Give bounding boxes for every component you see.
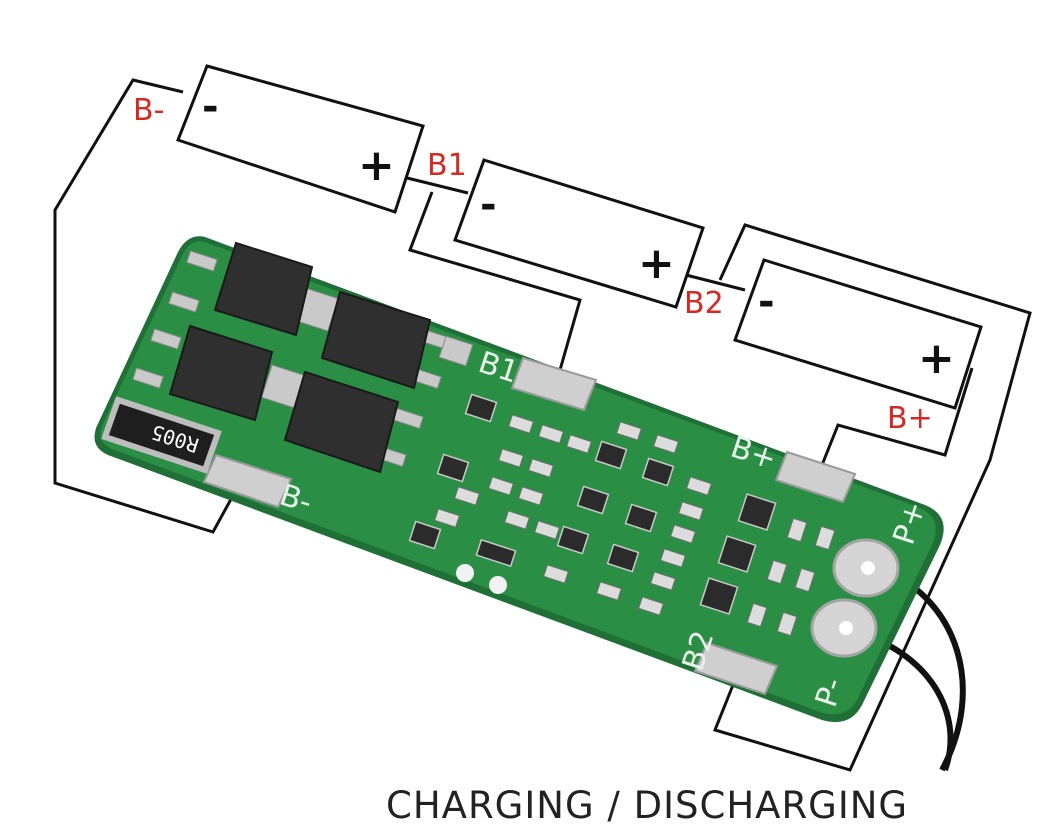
- label-b1: B1: [427, 148, 467, 183]
- wire-cell2-to-b2: [685, 273, 746, 292]
- label-b-plus: B+: [887, 401, 933, 436]
- caption: CHARGING / DISCHARGING: [386, 784, 908, 827]
- cell-2-minus-sign: -: [480, 182, 497, 228]
- smd-components: [408, 393, 836, 637]
- pad-b-minus: [202, 453, 293, 509]
- wire-b2: [712, 223, 1032, 772]
- cell-3-plus-sign: +: [918, 333, 955, 384]
- cell-1-minus-sign: -: [202, 84, 219, 130]
- wire-b-plus: [818, 367, 974, 471]
- label-b-minus: B-: [133, 93, 164, 128]
- battery-cell-2: - +: [453, 158, 705, 309]
- wire-b1: [408, 191, 582, 371]
- cell-1-plus-sign: +: [358, 140, 395, 191]
- pad-b2: [693, 641, 779, 696]
- pad-b1: [510, 356, 598, 412]
- cell-3-minus-sign: -: [758, 279, 775, 325]
- output-pads: [810, 538, 900, 658]
- pad-b-plus: [774, 450, 857, 504]
- pads: [202, 356, 857, 696]
- battery-cell-3: - +: [733, 258, 983, 410]
- shunt-resistor: R005: [101, 396, 222, 474]
- battery-cell-1: - +: [176, 64, 425, 214]
- wire-b-minus: [53, 78, 238, 534]
- cell-2-plus-sign: +: [638, 238, 675, 289]
- label-b2: B2: [684, 286, 724, 321]
- bms-board: R005: [94, 236, 944, 723]
- mosfet-group: [132, 241, 474, 474]
